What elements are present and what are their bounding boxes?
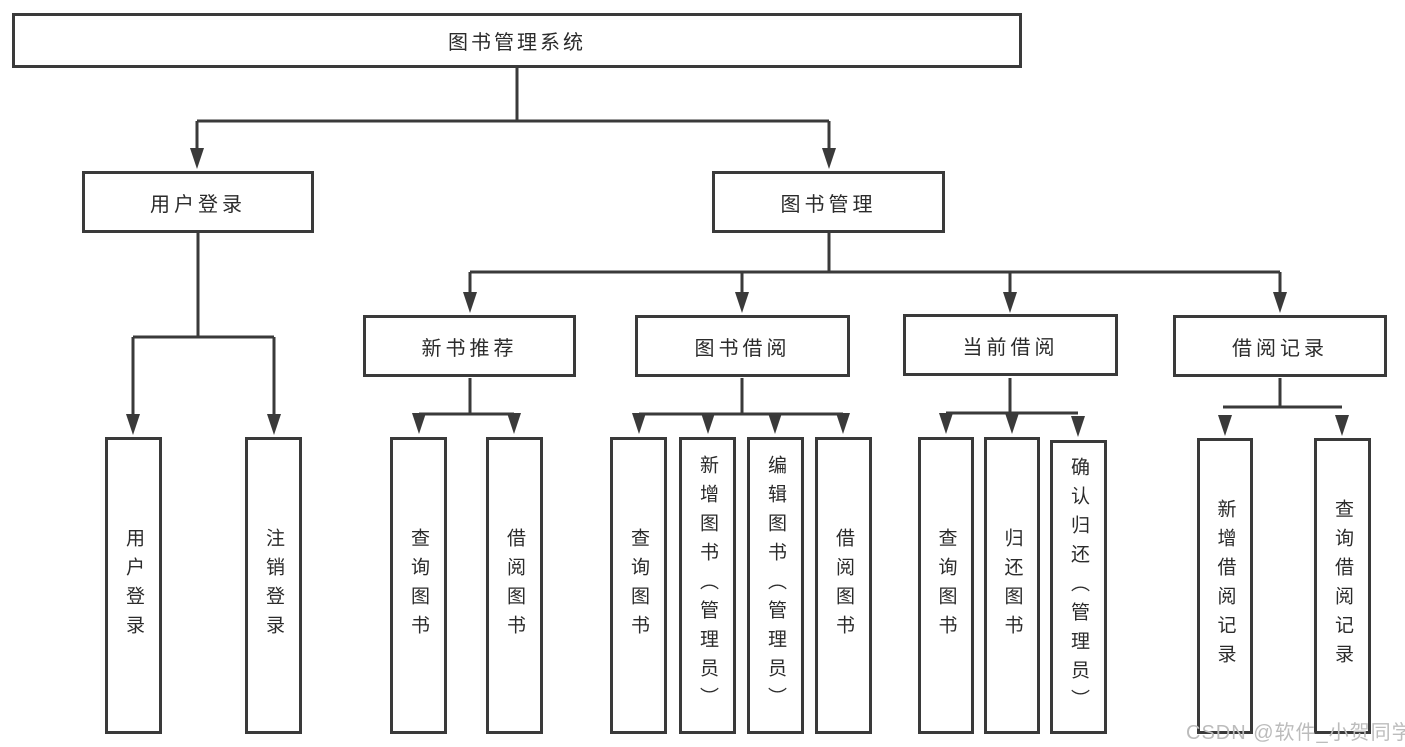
node-recommend-query-book-label: 查询图书 [408,527,429,644]
node-borrow-edit-book-label: 编辑图书（管理员） [765,455,786,716]
node-new-book-recommend: 新书推荐 [363,315,576,377]
node-recommend-borrow-book: 借阅图书 [486,437,543,734]
arrowheads [126,148,1349,437]
node-leaf-logout: 注销登录 [245,437,302,734]
node-recommend-borrow-book-label: 借阅图书 [504,527,525,644]
node-book-borrow-label: 图书借阅 [694,337,791,360]
node-borrow-query-book: 查询图书 [610,437,667,734]
node-records-add-record: 新增借阅记录 [1197,438,1253,734]
node-book-management: 图书管理 [712,171,945,233]
node-records-query-record: 查询借阅记录 [1314,438,1371,734]
node-leaf-user-login-label: 用户登录 [123,527,144,644]
node-user-login: 用户登录 [82,171,314,233]
csdn-watermark: CSDN @软件_小贺同学 [1186,722,1405,744]
node-leaf-user-login: 用户登录 [105,437,162,734]
node-current-confirm-return-label: 确认归还（管理员） [1068,456,1089,718]
node-borrow-edit-book: 编辑图书（管理员） [747,437,804,734]
node-borrow-add-book: 新增图书（管理员） [679,437,736,734]
node-root: 图书管理系统 [12,13,1022,68]
node-recommend-query-book: 查询图书 [390,437,447,734]
node-borrow-records-label: 借阅记录 [1232,337,1328,360]
node-root-label: 图书管理系统 [448,32,586,54]
node-current-query-book-label: 查询图书 [935,527,957,644]
node-current-borrow: 当前借阅 [903,314,1118,376]
node-current-return-book: 归还图书 [984,437,1040,734]
node-current-return-book-label: 归还图书 [1001,527,1023,644]
node-borrow-borrow-book: 借阅图书 [815,437,872,734]
node-user-login-label: 用户登录 [150,193,246,216]
node-current-borrow-label: 当前借阅 [962,336,1059,359]
node-records-query-record-label: 查询借阅记录 [1332,499,1353,673]
node-new-book-recommend-label: 新书推荐 [421,337,518,360]
node-current-confirm-return: 确认归还（管理员） [1050,440,1107,734]
node-borrow-borrow-book-label: 借阅图书 [833,527,854,644]
node-borrow-query-book-label: 查询图书 [628,527,649,644]
node-leaf-logout-label: 注销登录 [263,527,284,644]
node-borrow-add-book-label: 新增图书（管理员） [697,455,718,716]
node-borrow-records: 借阅记录 [1173,315,1387,377]
node-book-management-label: 图书管理 [780,193,877,216]
node-current-query-book: 查询图书 [918,437,974,734]
node-records-add-record-label: 新增借阅记录 [1214,499,1236,673]
node-book-borrow: 图书借阅 [635,315,850,377]
